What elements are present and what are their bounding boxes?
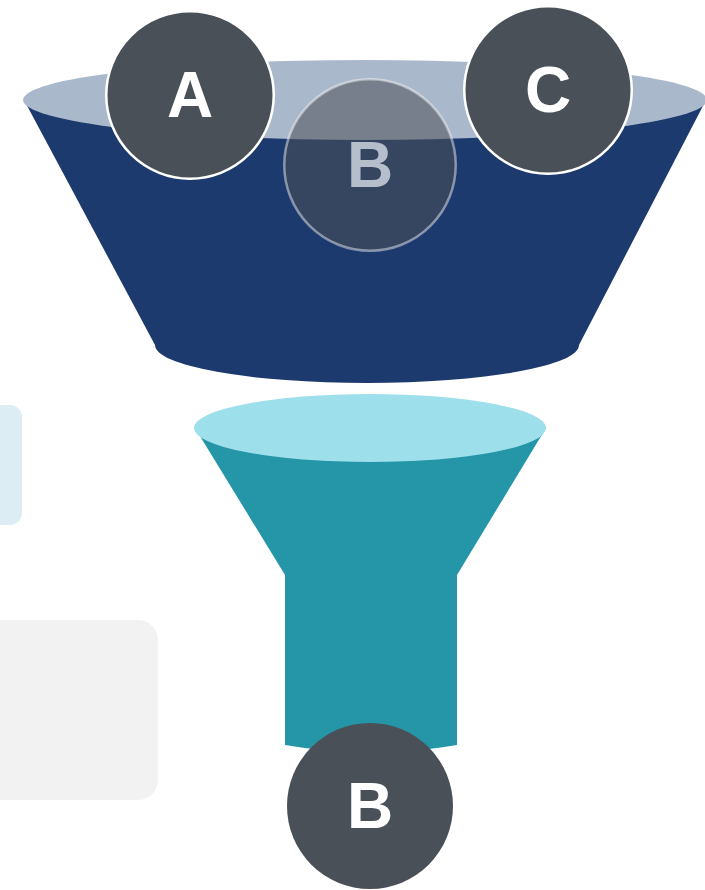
circle-node: C: [463, 5, 633, 175]
lower-funnel: [194, 394, 546, 753]
node-letter: B: [347, 774, 393, 838]
circle-node: A: [105, 10, 275, 180]
side-panel: [0, 405, 22, 525]
side-panel: [0, 620, 158, 800]
circle-outline: [284, 79, 456, 251]
circle-outline: [464, 6, 632, 174]
circle-outline: [287, 723, 453, 889]
circle-outline: [106, 11, 274, 179]
circle-node: B: [283, 78, 457, 252]
node-letter: A: [167, 63, 213, 127]
node-letter: C: [525, 58, 571, 122]
circle-node: B: [287, 723, 453, 889]
node-letter: B: [347, 133, 393, 197]
